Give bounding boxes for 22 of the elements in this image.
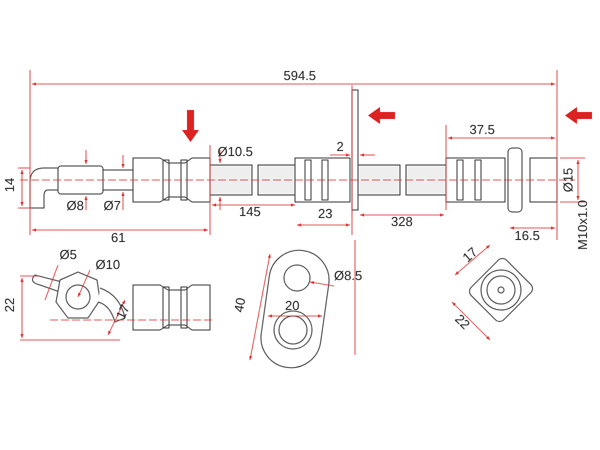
dimension-label: Ø8 — [66, 199, 84, 213]
dimension-label: 328 — [391, 215, 413, 229]
dimension-label: 22 — [3, 298, 18, 312]
dimension-label: Ø15 — [560, 168, 575, 192]
dimension-label: 17 — [114, 302, 133, 322]
dimension-label: 16.5 — [514, 229, 540, 243]
dimension-label: 40 — [232, 296, 248, 314]
dimension-label: 594.5 — [284, 69, 316, 83]
dimension-label: Ø5 — [60, 248, 77, 262]
dimension-label: 17 — [460, 244, 480, 266]
dimension-label: 22 — [452, 312, 472, 332]
dimension-label: 37.5 — [470, 123, 495, 137]
dimension-label: Ø7 — [104, 199, 121, 213]
dimension-label: 23 — [318, 207, 332, 221]
dimension-label: M10x1.0 — [576, 200, 590, 250]
dimension-label: 2 — [336, 140, 344, 154]
dimension-label: Ø10.5 — [218, 145, 253, 159]
dimension-label: Ø10 — [96, 258, 120, 272]
dimension-label: 145 — [239, 205, 261, 219]
dimension-label: 61 — [111, 231, 126, 245]
dimension-label: 20 — [285, 299, 300, 313]
dimension-label: 14 — [3, 178, 18, 192]
